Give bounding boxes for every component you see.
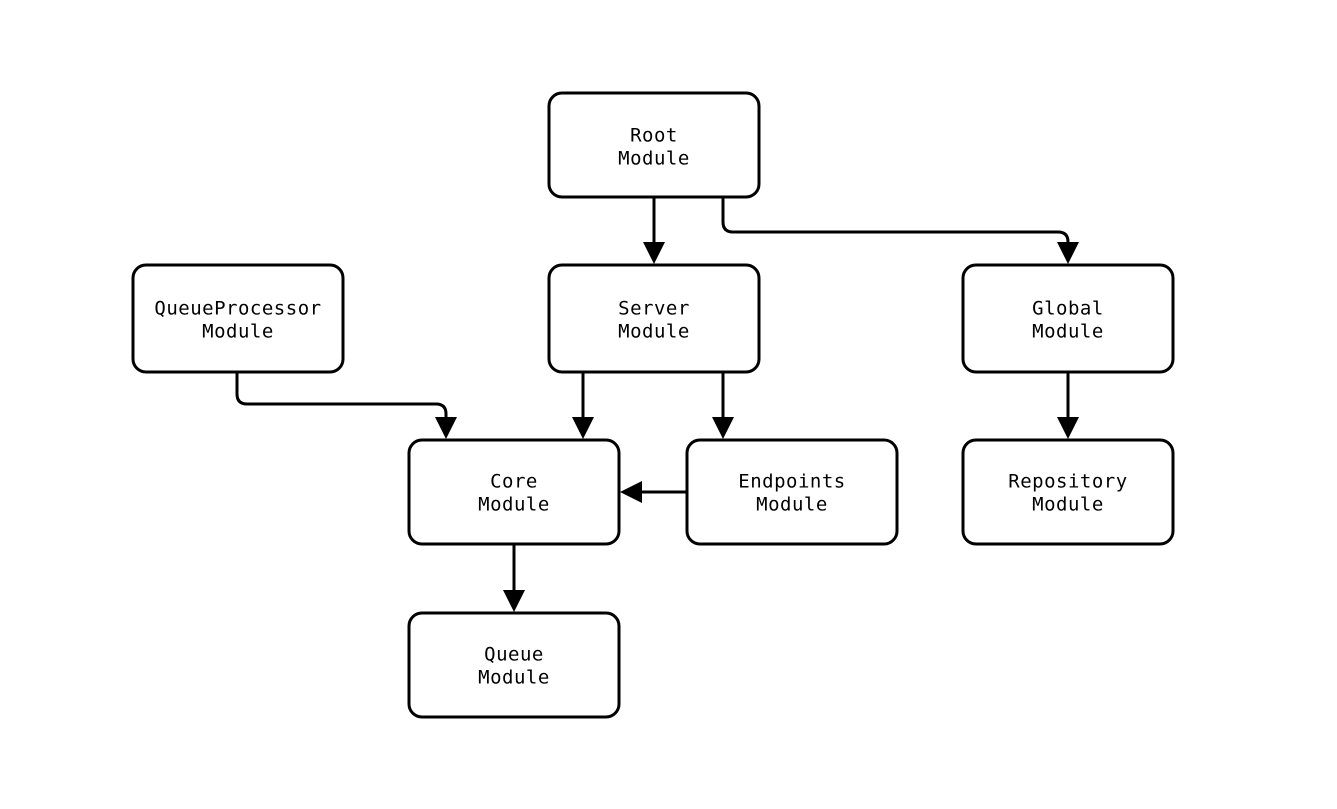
node-global-module[interactable]: Global Module bbox=[961, 263, 1175, 374]
node-root-module-label-line1: Root bbox=[630, 125, 678, 147]
node-queueprocessor-module-box[interactable] bbox=[131, 263, 345, 374]
node-repository-module-label-line1: Repository bbox=[1008, 471, 1127, 493]
edge-server-to-endpoints bbox=[712, 372, 734, 439]
node-server-module-label-line2: Module bbox=[618, 321, 690, 343]
node-core-module-label-line1: Core bbox=[490, 471, 538, 493]
node-endpoints-module[interactable]: Endpoints Module bbox=[685, 438, 899, 546]
edge-queueprocessor-to-core-line bbox=[235, 372, 448, 422]
node-core-module-label-line2: Module bbox=[478, 494, 550, 516]
edge-queueprocessor-to-core bbox=[235, 372, 457, 439]
edge-server-to-core bbox=[572, 372, 594, 439]
node-queueprocessor-module-label-line2: Module bbox=[202, 321, 274, 343]
edge-core-to-queue bbox=[503, 544, 525, 612]
node-server-module-label-line1: Server bbox=[618, 298, 690, 320]
node-repository-module-box[interactable] bbox=[961, 438, 1175, 546]
edge-root-to-server-arrowhead bbox=[643, 242, 665, 264]
edge-root-to-global bbox=[721, 197, 1079, 264]
node-repository-module[interactable]: Repository Module bbox=[961, 438, 1175, 546]
node-queue-module-box[interactable] bbox=[407, 611, 621, 719]
edge-root-to-server bbox=[643, 197, 665, 264]
node-repository-module-label-line2: Module bbox=[1032, 494, 1104, 516]
edge-endpoints-to-core bbox=[620, 481, 687, 503]
node-root-module[interactable]: Root Module bbox=[547, 91, 761, 199]
node-server-module[interactable]: Server Module bbox=[547, 263, 761, 374]
node-endpoints-module-label-line1: Endpoints bbox=[738, 471, 845, 493]
edge-global-to-repository-arrowhead bbox=[1057, 417, 1079, 439]
node-endpoints-module-box[interactable] bbox=[685, 438, 899, 546]
edge-root-to-global-arrowhead bbox=[1057, 242, 1079, 264]
edge-layer bbox=[235, 197, 1079, 612]
node-core-module-box[interactable] bbox=[407, 438, 621, 546]
node-queueprocessor-module-label-line1: QueueProcessor bbox=[154, 298, 321, 320]
node-global-module-box[interactable] bbox=[961, 263, 1175, 374]
edge-core-to-queue-arrowhead bbox=[503, 590, 525, 612]
node-queueprocessor-module[interactable]: QueueProcessor Module bbox=[131, 263, 345, 374]
node-core-module[interactable]: Core Module bbox=[407, 438, 621, 546]
node-queue-module-label-line2: Module bbox=[478, 667, 550, 689]
edge-server-to-endpoints-arrowhead bbox=[712, 417, 734, 439]
edge-endpoints-to-core-arrowhead bbox=[620, 481, 642, 503]
node-global-module-label-line1: Global bbox=[1032, 298, 1104, 320]
edge-queueprocessor-to-core-arrowhead bbox=[435, 417, 457, 439]
node-root-module-label-line2: Module bbox=[618, 148, 690, 170]
node-queue-module-label-line1: Queue bbox=[484, 644, 544, 666]
edge-root-to-global-line bbox=[721, 197, 1070, 247]
edge-server-to-core-arrowhead bbox=[572, 417, 594, 439]
node-queue-module[interactable]: Queue Module bbox=[407, 611, 621, 719]
node-endpoints-module-label-line2: Module bbox=[756, 494, 828, 516]
node-global-module-label-line2: Module bbox=[1032, 321, 1104, 343]
edge-global-to-repository bbox=[1057, 372, 1079, 439]
node-root-module-box[interactable] bbox=[547, 91, 761, 199]
node-layer: Root Module QueueProcessor Module Server… bbox=[131, 91, 1175, 719]
node-server-module-box[interactable] bbox=[547, 263, 761, 374]
